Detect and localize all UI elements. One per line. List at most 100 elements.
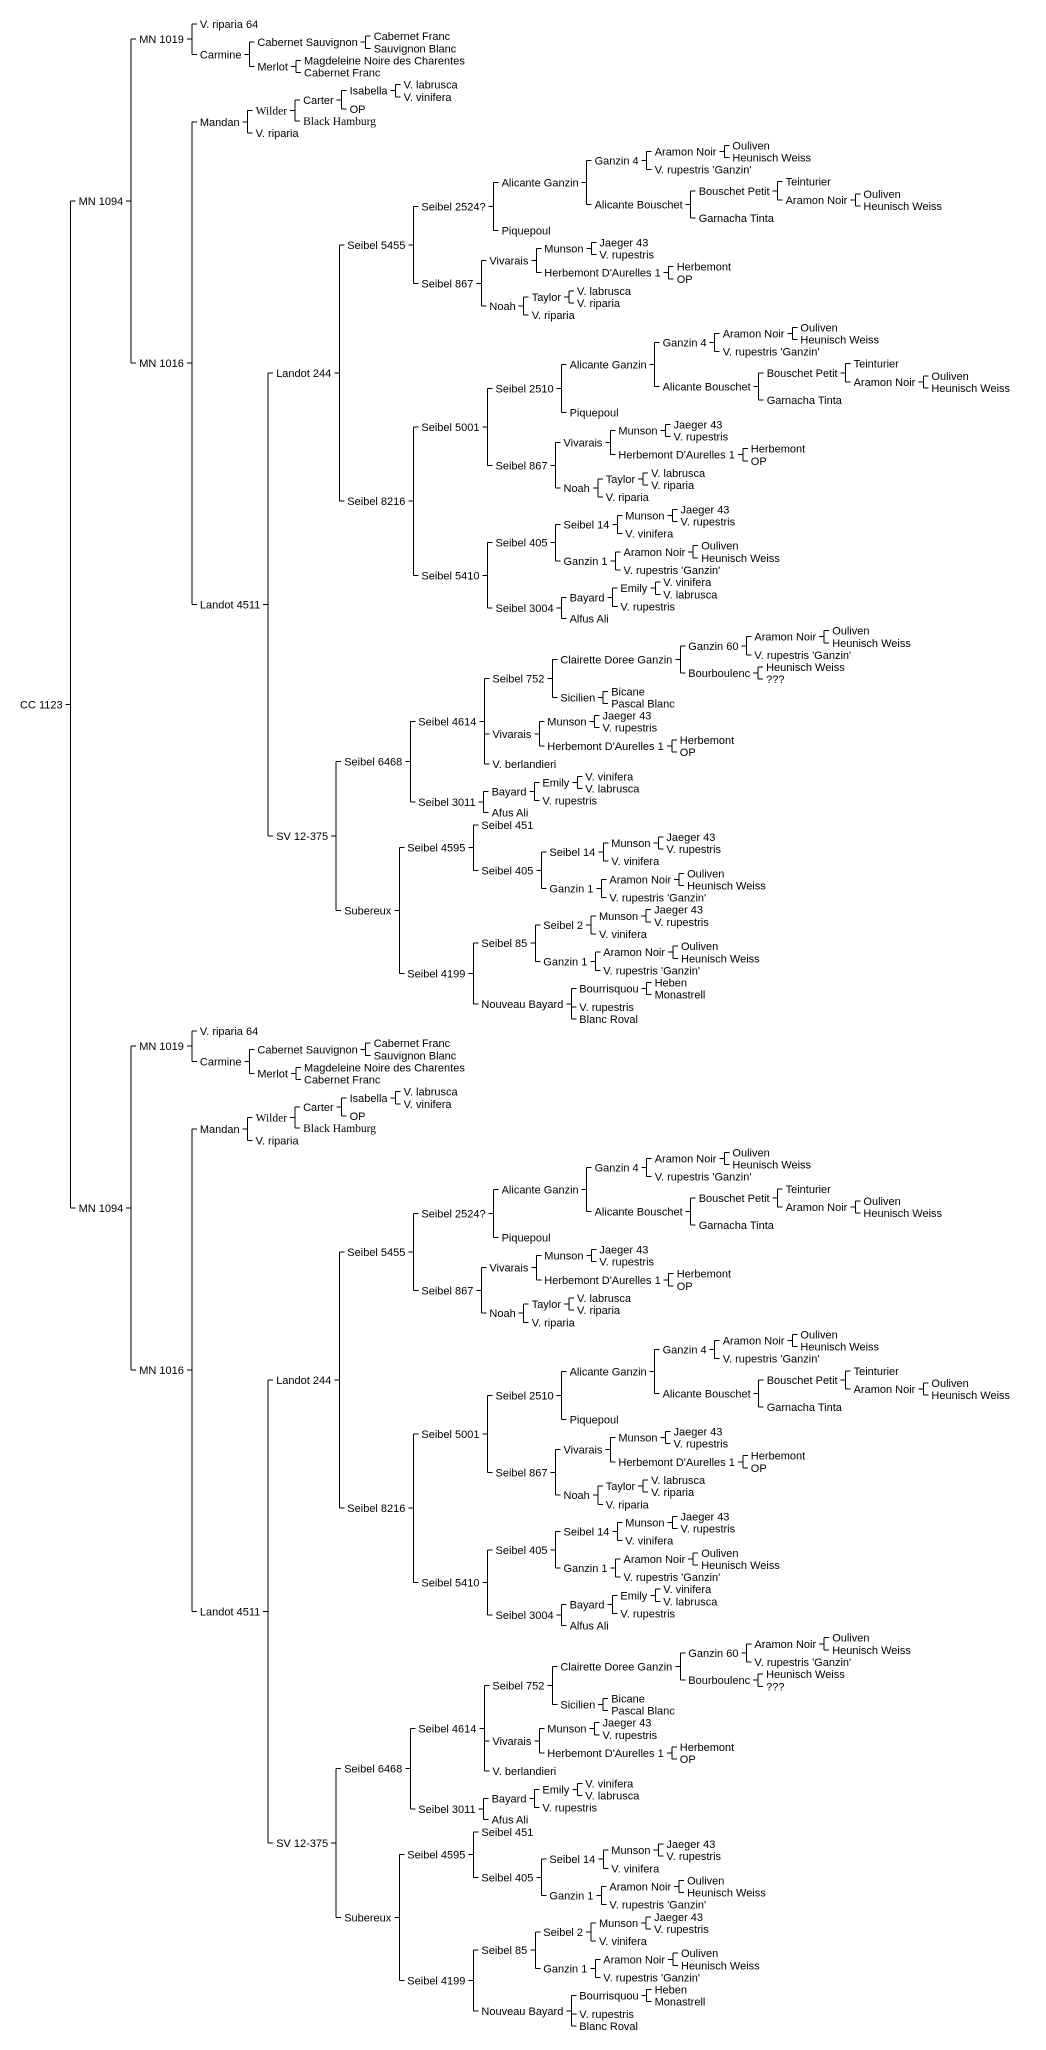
connector-taylor-41 bbox=[638, 472, 649, 486]
node-label-seibel-14: Seibel 14 bbox=[564, 1527, 610, 1539]
node-label-bicane: Bicane bbox=[611, 686, 645, 698]
connector-alicante-ganzin-30 bbox=[649, 342, 660, 387]
connector-sicilien-139 bbox=[598, 1697, 609, 1711]
connector-seibel-5410-122 bbox=[482, 1549, 493, 1616]
connector-munson-118 bbox=[660, 1431, 671, 1445]
node-label-jaeger-43: Jaeger 43 bbox=[666, 832, 715, 844]
node-label-noah: Noah bbox=[564, 483, 590, 495]
node-label-heunisch-weiss: Heunisch Weiss bbox=[800, 335, 879, 347]
node-label-v-labrusca: V. labrusca bbox=[577, 286, 632, 298]
node-label-piquepoul: Piquepoul bbox=[502, 1232, 551, 1244]
connector-seibel-4595-67 bbox=[468, 824, 479, 871]
node-label-seibel-8216: Seibel 8216 bbox=[347, 1503, 405, 1515]
node-label-v-rupestris: V. rupestris bbox=[599, 250, 654, 262]
connector-ganzin-60-56 bbox=[741, 636, 752, 656]
node-label-seibel-752: Seibel 752 bbox=[492, 1681, 544, 1693]
node-label-herbemont-d-aurelles-1: Herbemont D'Aurelles 1 bbox=[544, 1275, 660, 1287]
node-label-seibel-4614: Seibel 4614 bbox=[418, 716, 476, 728]
connector-munson-125 bbox=[667, 1515, 678, 1529]
node-label-v-rupestris-ganzin: V. rupestris 'Ganzin' bbox=[655, 1172, 752, 1184]
connector-aramon-noir-97 bbox=[719, 1151, 730, 1165]
connector-vivarais-140 bbox=[534, 1728, 545, 1754]
node-label-v-vinifera: V. vinifera bbox=[585, 771, 634, 783]
node-label-v-labrusca: V. labrusca bbox=[404, 1087, 459, 1099]
node-label-v-rupestris-ganzin: V. rupestris 'Ganzin' bbox=[754, 1657, 851, 1669]
node-label-carter: Carter bbox=[303, 95, 334, 107]
node-label-teinturier: Teinturier bbox=[786, 1184, 832, 1196]
node-label-ganzin-4: Ganzin 4 bbox=[663, 1345, 707, 1357]
node-label-v-rupestris: V. rupestris bbox=[681, 1524, 736, 1536]
node-label-ouliven: Ouliven bbox=[687, 868, 724, 880]
connector-seibel-14-149 bbox=[598, 1849, 609, 1869]
node-label-v-labrusca: V. labrusca bbox=[663, 1596, 718, 1608]
node-label-aramon-noir: Aramon Noir bbox=[603, 1954, 665, 1966]
node-label-v-vinifera: V. vinifera bbox=[625, 1536, 674, 1548]
connector-munson-23 bbox=[586, 241, 597, 255]
node-label-op: OP bbox=[680, 747, 696, 759]
node-label-alfus-ali: Alfus Ali bbox=[570, 1621, 609, 1633]
connector-munson-61 bbox=[589, 715, 600, 729]
node-label-seibel-4595: Seibel 4595 bbox=[407, 1850, 465, 1862]
node-label-munson: Munson bbox=[599, 911, 638, 923]
connector-seibel-5001-28 bbox=[482, 387, 493, 466]
node-label-v-riparia: V. riparia bbox=[256, 128, 300, 140]
connector-noah-105 bbox=[518, 1303, 529, 1323]
node-label-ganzin-60: Ganzin 60 bbox=[688, 1648, 738, 1660]
connector-taylor-121 bbox=[638, 1479, 649, 1493]
node-label-aramon-noir: Aramon Noir bbox=[854, 1384, 916, 1396]
node-label-aramon-noir: Aramon Noir bbox=[723, 1336, 785, 1348]
connector-aramon-noir-20 bbox=[850, 193, 861, 207]
node-label-seibel-5001: Seibel 5001 bbox=[421, 1429, 479, 1441]
connector-aramon-noir-100 bbox=[850, 1200, 861, 1214]
node-label-alfus-ali: Alfus Ali bbox=[570, 614, 609, 626]
node-label-heben: Heben bbox=[655, 978, 687, 990]
node-label-piquepoul: Piquepoul bbox=[502, 225, 551, 237]
tree-connectors bbox=[65, 23, 929, 2027]
connector-alicante-bouschet-18 bbox=[685, 190, 696, 219]
node-label-heunisch-weiss: Heunisch Weiss bbox=[863, 1208, 942, 1220]
connector-alicante-bouschet-33 bbox=[753, 372, 764, 401]
node-label-seibel-14: Seibel 14 bbox=[549, 1854, 595, 1866]
node-label-munson: Munson bbox=[618, 426, 657, 438]
node-label-seibel-6468: Seibel 6468 bbox=[344, 1764, 402, 1776]
connector-aramon-noir-72 bbox=[674, 872, 685, 886]
connector-seibel-4614-53 bbox=[479, 677, 490, 765]
node-label-heben: Heben bbox=[655, 1985, 687, 1997]
node-label-afus-ali: Afus Ali bbox=[492, 808, 529, 820]
node-label-munson: Munson bbox=[547, 717, 586, 729]
node-label-nouveau-bayard: Nouveau Bayard bbox=[481, 2006, 563, 2018]
node-label-heunisch-weiss: Heunisch Weiss bbox=[701, 553, 780, 565]
node-label-jaeger-43: Jaeger 43 bbox=[674, 419, 723, 431]
connector-ganzin-4-111 bbox=[709, 1340, 720, 1360]
connector-ganzin-1-126 bbox=[610, 1558, 621, 1578]
node-label-heunisch-weiss: Heunisch Weiss bbox=[931, 383, 1010, 395]
connector-noah-25 bbox=[518, 296, 529, 316]
node-label-wilder: Wilder bbox=[256, 105, 288, 117]
node-label-mandan: Mandan bbox=[200, 117, 240, 129]
connector-seibel-405-123 bbox=[550, 1531, 561, 1569]
node-label-emily: Emily bbox=[620, 583, 647, 595]
node-label-alicante-bouschet: Alicante Bouschet bbox=[595, 1207, 683, 1219]
node-label-seibel-4199: Seibel 4199 bbox=[407, 1976, 465, 1988]
node-label-isabella: Isabella bbox=[350, 1093, 389, 1105]
node-label-noah: Noah bbox=[489, 1308, 515, 1320]
node-label-taylor: Taylor bbox=[606, 474, 636, 486]
connector-alicante-ganzin-110 bbox=[649, 1349, 660, 1394]
connector-seibel-3004-48 bbox=[556, 596, 567, 619]
connector-carter-89 bbox=[336, 1097, 347, 1117]
node-label-taylor: Taylor bbox=[606, 1481, 636, 1493]
connector-vivarais-102 bbox=[531, 1255, 542, 1281]
connector-merlot-5 bbox=[291, 59, 301, 73]
connector-noah-40 bbox=[592, 478, 603, 498]
node-label-seibel-867: Seibel 867 bbox=[421, 1285, 473, 1297]
connector-landot-244-92 bbox=[334, 1251, 345, 1509]
node-label-seibel-3011: Seibel 3011 bbox=[418, 1804, 475, 1816]
connector-ganzin-4-96 bbox=[641, 1158, 652, 1178]
connector-alicante-bouschet-98 bbox=[685, 1197, 696, 1226]
node-label-bouschet-petit: Bouschet Petit bbox=[699, 1193, 770, 1205]
node-label-monastrell: Monastrell bbox=[655, 1997, 706, 2009]
node-label-ouliven: Ouliven bbox=[863, 1196, 900, 1208]
connector-munson-70 bbox=[653, 836, 664, 850]
node-label-jaeger-43: Jaeger 43 bbox=[681, 504, 730, 516]
connector-ganzin-4-16 bbox=[641, 150, 652, 171]
